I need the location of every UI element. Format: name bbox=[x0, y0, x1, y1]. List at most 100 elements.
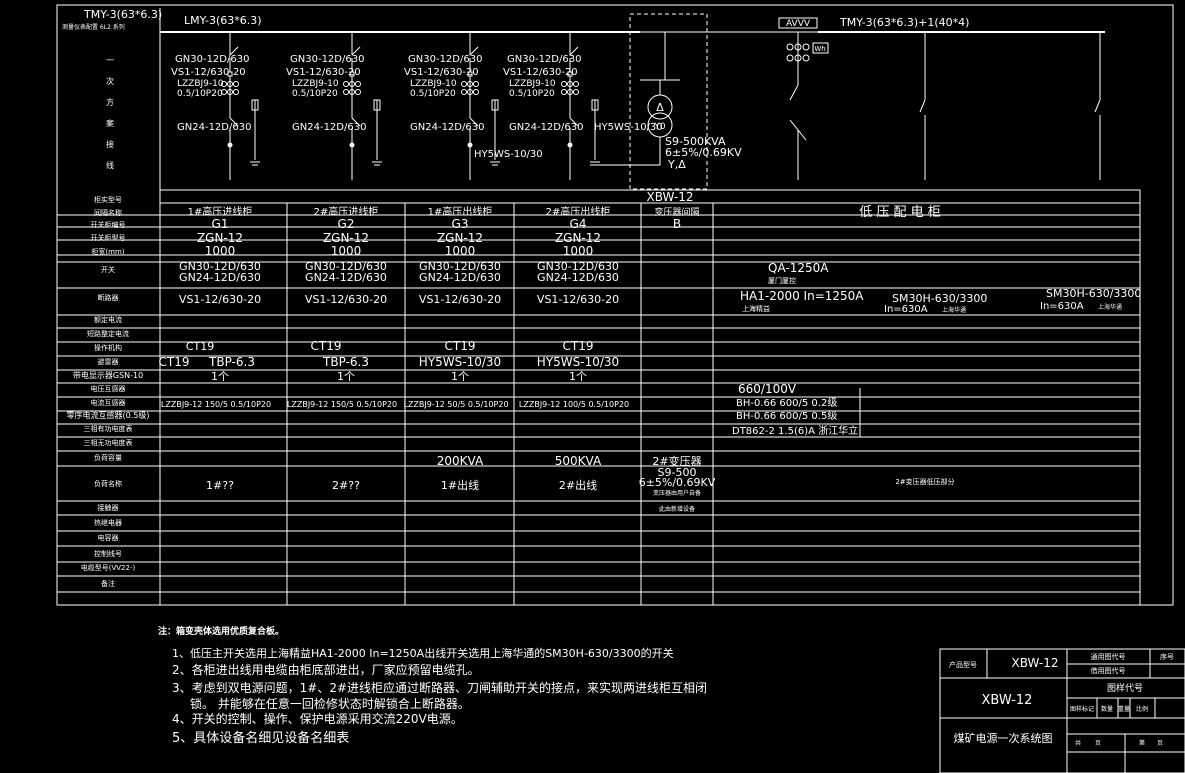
row-label: 柜实型号 bbox=[94, 195, 122, 204]
arrester-body bbox=[373, 99, 381, 111]
col-breaker: VS1-12/630-20 bbox=[179, 293, 261, 306]
ct-coil bbox=[355, 89, 361, 95]
col-load: 500KVA bbox=[555, 454, 602, 468]
meter-box bbox=[778, 17, 818, 29]
row-label: 零序电流互感器(0.5级) bbox=[67, 410, 150, 420]
col-switch-1: GN30-12D/630 bbox=[179, 260, 261, 273]
col-display: 1个 bbox=[337, 370, 355, 383]
feeder-isolator-label: GN24-12D/630 bbox=[177, 122, 251, 133]
col-cabinet-no: G2 bbox=[338, 217, 355, 231]
lv-breaker-c: SM30H-630/3300 bbox=[1046, 287, 1141, 300]
tb-product: XBW-12 bbox=[1011, 656, 1058, 670]
ct-coil bbox=[573, 89, 579, 95]
col-cabinet-no: G3 bbox=[452, 217, 469, 231]
row-label: 三相有功电度表 bbox=[84, 424, 133, 433]
feeder-ct-label: LZZBJ9-10 bbox=[177, 79, 224, 89]
col-ct: LZZBJ9-12 100/5 0.5/10P20 bbox=[519, 400, 629, 409]
ct-coil bbox=[473, 81, 479, 87]
lv-ct-coil bbox=[786, 54, 794, 62]
tb-c3: 序号 bbox=[1160, 652, 1174, 661]
side-label-char: 一 bbox=[106, 56, 114, 65]
arrester-body bbox=[251, 99, 259, 111]
col-breaker: VS1-12/630-20 bbox=[537, 293, 619, 306]
row-label: 开关 bbox=[101, 265, 115, 274]
col-name: 2#高压出线柜 bbox=[546, 205, 611, 218]
row-label: 间隔名称 bbox=[94, 208, 122, 217]
row-label: 接触器 bbox=[98, 503, 119, 512]
table-model-top: XBW-12 bbox=[646, 190, 693, 204]
feeder-isolator-label: GN24-12D/630 bbox=[410, 122, 484, 133]
arrester-label-b: HY5WS-10/30 bbox=[474, 149, 543, 160]
lv-load-name: 2#变压器低压部分 bbox=[895, 477, 954, 486]
col-breaker: VS1-12/630-20 bbox=[419, 293, 501, 306]
col-switch-1: GN30-12D/630 bbox=[537, 260, 619, 273]
ct-coil bbox=[461, 81, 467, 87]
lv-branch-b-switch bbox=[919, 99, 926, 113]
switch-blade bbox=[351, 46, 361, 56]
note-3: 3、考虑到双电源问题，1#、2#进线柜应通过断路器、刀闸辅助开关的接点，来实现两… bbox=[172, 681, 708, 695]
ct-coil bbox=[349, 81, 355, 87]
col-width: 1000 bbox=[205, 244, 236, 258]
col-load-name: 1#?? bbox=[206, 479, 234, 492]
ct-coil bbox=[343, 81, 349, 87]
note-5: 5、具体设备名细见设备名细表 bbox=[172, 731, 350, 746]
ct-coil bbox=[233, 81, 239, 87]
indicator-dot bbox=[467, 142, 473, 148]
lv-breaker-b-in: In=630A bbox=[884, 304, 928, 315]
tx-symbol-bot: Y0 bbox=[653, 122, 665, 132]
feeder-switch-label: GN30-12D/630 bbox=[175, 54, 249, 65]
row-label: 电容器 bbox=[98, 533, 119, 542]
tx-col-load: 2#变压器 bbox=[652, 454, 701, 468]
ct-coil bbox=[233, 89, 239, 95]
lv-vt: 660/100V bbox=[738, 382, 797, 396]
lv-breaker-b-sub: 上海华通 bbox=[942, 306, 966, 314]
tb-c4: 图样代号 bbox=[1107, 682, 1143, 694]
lv-title: 低 压 配 电 柜 bbox=[859, 205, 941, 220]
lv-ct-1: BH-0.66 600/5 0.2级 bbox=[736, 397, 837, 409]
note-4: 4、开关的控制、操作、保护电源采用交流220V电源。 bbox=[172, 712, 463, 726]
lv-breaker-main-sub: 上海精益 bbox=[742, 304, 770, 313]
isolator-blade bbox=[469, 117, 479, 127]
row-label: 电流互感器 bbox=[91, 398, 126, 407]
tb-main-model: XBW-12 bbox=[982, 693, 1033, 708]
tx-name: S9-500KVA bbox=[665, 135, 726, 148]
ct-coil bbox=[355, 81, 361, 87]
col-breaker: VS1-12/630-20 bbox=[305, 293, 387, 306]
isolator-blade bbox=[229, 117, 239, 127]
col-switch-2: GN24-12D/630 bbox=[305, 271, 387, 284]
switch-blade bbox=[469, 46, 479, 56]
col-switch-2: GN24-12D/630 bbox=[179, 271, 261, 284]
feeder-ct-class: 0.5/10P20 bbox=[292, 89, 338, 99]
col-cabinet-type: ZGN-12 bbox=[197, 231, 243, 245]
arrester-body bbox=[491, 99, 499, 111]
lv-ct-2: BH-0.66 600/5 0.5级 bbox=[736, 410, 837, 422]
row-label: 操作机构 bbox=[94, 343, 122, 352]
col-name: 2#高压进线柜 bbox=[314, 205, 379, 218]
col-ct: LZZBJ9-12 150/5 0.5/10P20 bbox=[287, 400, 397, 409]
arrester-label-a: HY5WS-10/30 bbox=[594, 122, 663, 133]
row-label: 避雷器 bbox=[98, 357, 119, 366]
col-operator: CT19 bbox=[186, 340, 214, 353]
lv-main-switch bbox=[789, 84, 799, 101]
ct-coil bbox=[227, 81, 233, 87]
side-label-char: 次 bbox=[106, 76, 114, 86]
row-label: 备注 bbox=[101, 579, 115, 588]
col-load-name: 2#?? bbox=[332, 479, 360, 492]
feeder-ct-label: LZZBJ9-10 bbox=[292, 79, 339, 89]
indicator-dot bbox=[227, 142, 233, 148]
lv-breaker-blade bbox=[789, 119, 807, 141]
col-arrester: TBP-6.3 bbox=[208, 355, 255, 369]
note-1: 1、低压主开关选用上海精益HA1-2000 In=1250A出线开关选用上海华通… bbox=[172, 647, 674, 660]
tb-drawing-name: 煤矿电源一次系统图 bbox=[954, 731, 1053, 745]
tb-product-label: 产品型号 bbox=[949, 660, 977, 669]
side-label-char: 案 bbox=[106, 118, 114, 128]
feeder-ct-class: 0.5/10P20 bbox=[177, 89, 223, 99]
tx-conn: Y,Δ bbox=[667, 158, 686, 171]
bus-lmy-label: LMY-3(63*6.3) bbox=[184, 14, 262, 27]
row-label: 电压互感器 bbox=[91, 384, 126, 393]
switch-blade bbox=[569, 46, 579, 56]
col-cabinet-type: ZGN-12 bbox=[437, 231, 483, 245]
arrester-body bbox=[591, 99, 599, 111]
col-operator: CT19 bbox=[445, 339, 476, 353]
